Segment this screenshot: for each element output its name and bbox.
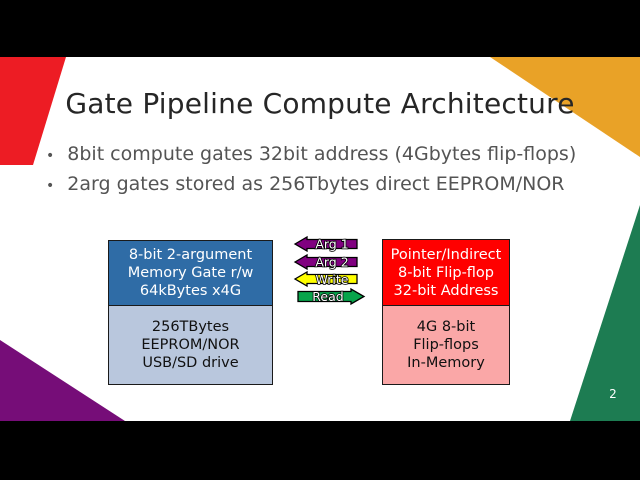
box-text-line: Pointer/Indirect	[390, 246, 502, 263]
box-text-line: Memory Gate r/w	[127, 265, 254, 281]
box-text-line: 4G 8-bit	[416, 319, 476, 335]
corner-accent-green-icon	[570, 205, 640, 421]
memory-gate-box-bottom: 256TBytes EEPROM/NOR USB/SD drive	[109, 306, 272, 384]
flipflop-box: Pointer/Indirect 8-bit Flip-flop 32-bit …	[382, 239, 510, 385]
corner-accent-purple-icon	[0, 340, 125, 421]
bullet-list: • 8bit compute gates 32bit address (4Gby…	[46, 143, 576, 203]
slide-canvas: Gate Pipeline Compute Architecture • 8bi…	[0, 57, 640, 421]
memory-gate-box: 8-bit 2-argument Memory Gate r/w 64kByte…	[108, 240, 273, 385]
box-text-line: 8-bit 2-argument	[128, 247, 253, 263]
box-text-line: EEPROM/NOR	[141, 337, 240, 353]
page-number: 2	[609, 387, 617, 401]
box-text-line: In-Memory	[407, 355, 485, 371]
bullet-marker: •	[46, 148, 55, 164]
flipflop-box-top: Pointer/Indirect 8-bit Flip-flop 32-bit …	[383, 240, 509, 306]
arrow-label-write: Write	[315, 272, 348, 287]
write-left-arrow-icon	[293, 270, 358, 288]
arg2-left-arrow-icon	[293, 253, 358, 271]
box-text-line: USB/SD drive	[142, 355, 239, 371]
bullet-item: • 2arg gates stored as 256Tbytes direct …	[46, 173, 576, 203]
bullet-item: • 8bit compute gates 32bit address (4Gby…	[46, 143, 576, 173]
box-text-line: 64kBytes x4G	[139, 283, 242, 299]
corner-accent-red-icon	[0, 57, 66, 165]
corner-decorations	[0, 57, 640, 421]
bullet-text: 8bit compute gates 32bit address (4Gbyte…	[67, 143, 577, 165]
read-right-arrow-icon	[297, 287, 366, 306]
box-text-line: 8-bit Flip-flop	[397, 264, 495, 281]
arg1-left-arrow-icon	[293, 235, 358, 253]
box-text-line: 256TBytes	[151, 319, 230, 335]
arrow-label-arg2: Arg 2	[315, 255, 348, 270]
arrow-label-read: Read	[312, 289, 343, 304]
box-text-line: 32-bit Address	[393, 282, 499, 299]
flipflop-box-bottom: 4G 8-bit Flip-flops In-Memory	[383, 306, 509, 384]
pipeline-arrows: Arg 1 Arg 2 Write Read	[293, 235, 366, 306]
bullet-text: 2arg gates stored as 256Tbytes direct EE…	[67, 173, 565, 195]
slide-title: Gate Pipeline Compute Architecture	[65, 87, 575, 120]
memory-gate-box-top: 8-bit 2-argument Memory Gate r/w 64kByte…	[109, 241, 272, 306]
arrow-label-arg1: Arg 1	[315, 237, 348, 252]
box-text-line: Flip-flops	[413, 337, 479, 353]
bullet-marker: •	[46, 178, 55, 194]
corner-accent-orange-icon	[490, 57, 640, 157]
